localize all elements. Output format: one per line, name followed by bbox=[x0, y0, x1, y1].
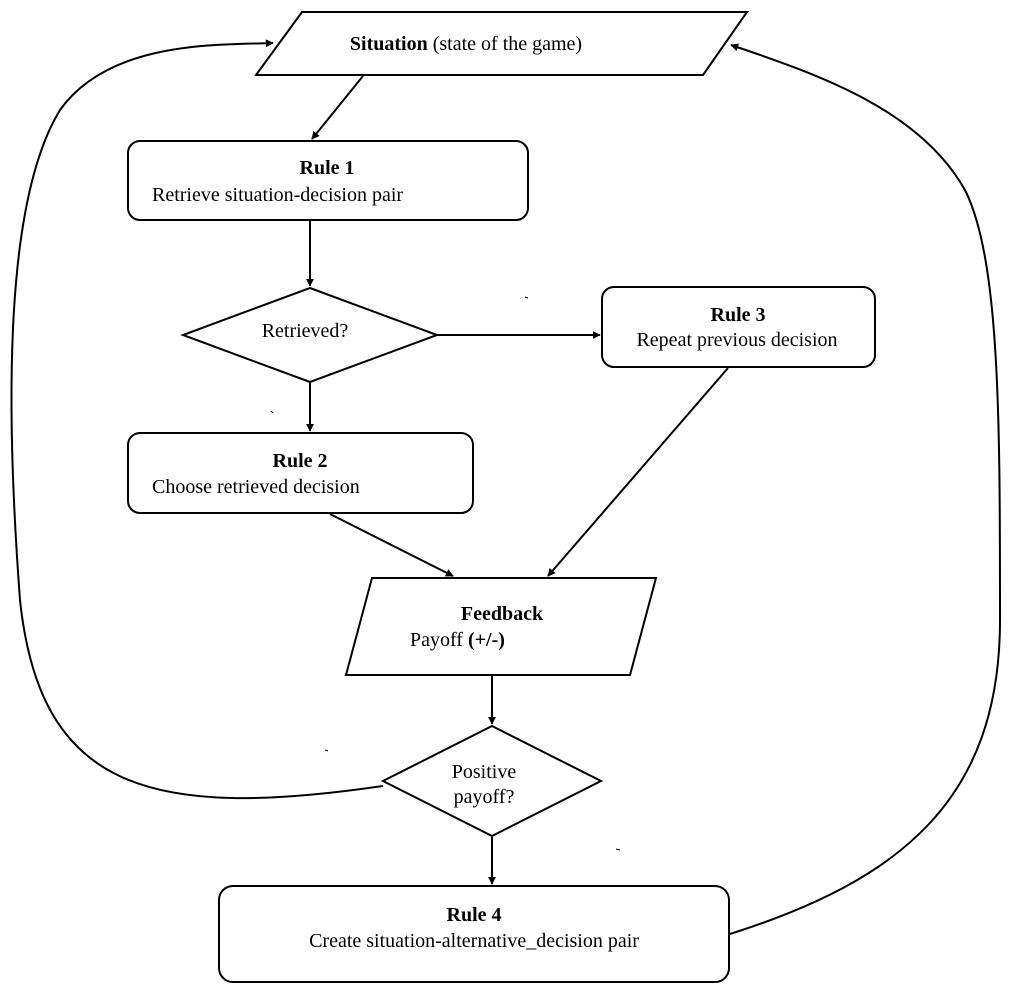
situation-title: Situation bbox=[350, 33, 428, 55]
situation-node: Situation (state of the game) bbox=[254, 11, 749, 76]
edge-rule3-to-feedback bbox=[547, 367, 729, 577]
rule3-node: Rule 3 Repeat previous decision bbox=[601, 286, 876, 368]
rule2-body: Choose retrieved decision bbox=[152, 476, 360, 498]
positive-payoff-decision-node: Positive payoff? bbox=[380, 724, 604, 838]
rule2-title: Rule 2 bbox=[273, 450, 328, 472]
feedback-title: Feedback bbox=[461, 603, 544, 625]
situation-label: Situation (state of the game) bbox=[350, 33, 582, 55]
edge-positive-loop-to-situation bbox=[10, 39, 384, 800]
edge-rule2-to-feedback bbox=[329, 513, 454, 577]
stray-marks bbox=[200, 296, 621, 851]
rule4-body: Create situation-alternative_decision pa… bbox=[309, 930, 639, 952]
edge-situation-to-rule1 bbox=[311, 75, 364, 140]
feedback-body-prefix: Payoff bbox=[410, 629, 468, 651]
feedback-node: Feedback Payoff (+/-) bbox=[344, 577, 658, 676]
rule1-title: Rule 1 bbox=[300, 157, 355, 179]
rule4-title: Rule 4 bbox=[447, 904, 502, 926]
feedback-body: Payoff (+/-) bbox=[410, 629, 505, 651]
rule2-node: Rule 2 Choose retrieved decision bbox=[127, 432, 474, 514]
rule3-body: Repeat previous decision bbox=[636, 329, 837, 351]
retrieved-decision-node: Retrieved? bbox=[180, 286, 440, 384]
edge-rule4-loop-to-situation bbox=[729, 43, 1002, 935]
positive-line1: Positive bbox=[452, 761, 517, 783]
rule1-node: Rule 1 Retrieve situation-decision pair bbox=[127, 140, 529, 221]
rule4-node: Rule 4 Create situation-alternative_deci… bbox=[218, 885, 730, 983]
situation-detail: (state of the game) bbox=[428, 33, 582, 55]
retrieved-label: Retrieved? bbox=[262, 320, 349, 342]
feedback-body-bold: (+/-) bbox=[468, 629, 505, 651]
rule1-body: Retrieve situation-decision pair bbox=[152, 184, 403, 206]
rule3-title: Rule 3 bbox=[711, 304, 766, 326]
positive-line2: payoff? bbox=[454, 786, 515, 808]
